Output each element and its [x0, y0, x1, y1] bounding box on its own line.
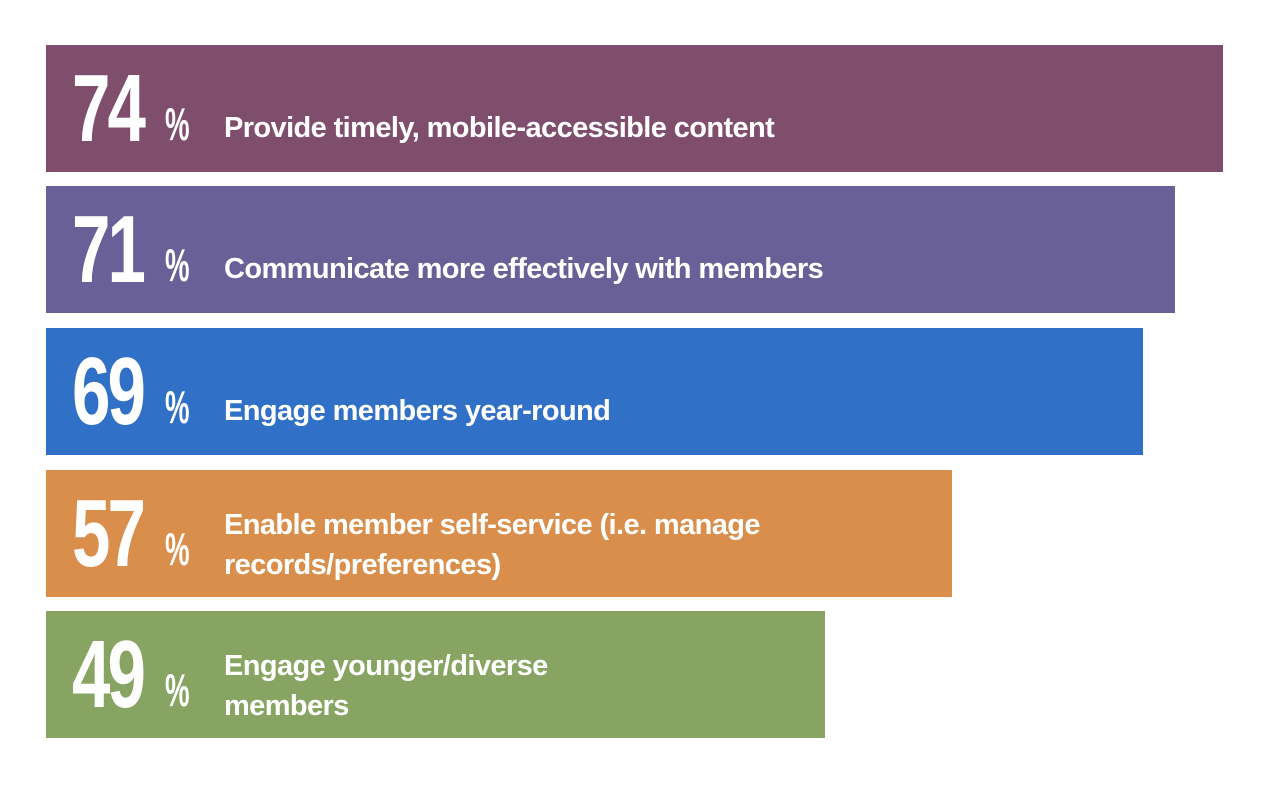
bar-label: Provide timely, mobile-accessible conten… — [224, 108, 775, 148]
bar-value: 71 — [72, 196, 146, 303]
bar-label-line: Engage members year-round — [224, 395, 611, 427]
bar-label-line: records/preferences) — [224, 549, 501, 581]
bar-self-service: 57 % Enable member self-service (i.e. ma… — [46, 470, 952, 597]
bar-value: 57 — [72, 480, 146, 587]
bar-label-line: members — [224, 690, 349, 722]
bar-label: Communicate more effectively with member… — [224, 249, 824, 289]
bar-label: Enable member self-service (i.e. manage … — [224, 505, 761, 585]
bar-label-line: Communicate more effectively with member… — [224, 253, 824, 285]
bar-provide-timely-content: 74 % Provide timely, mobile-accessible c… — [46, 45, 1223, 172]
bar-label-line: Enable member self-service (i.e. manage — [224, 509, 761, 541]
bar-value: 49 — [72, 621, 146, 728]
bar-label-line: Engage younger/diverse — [224, 650, 548, 682]
percent-sign: % — [165, 664, 190, 716]
bar-label: Engage younger/diverse members — [224, 646, 548, 726]
bar-younger-diverse: 49 % Engage younger/diverse members — [46, 611, 825, 738]
percent-sign: % — [165, 98, 190, 150]
bar-engage-year-round: 69 % Engage members year-round — [46, 328, 1143, 455]
percent-sign: % — [165, 381, 190, 433]
bar-communicate-effectively: 71 % Communicate more effectively with m… — [46, 186, 1175, 313]
bar-value: 69 — [72, 338, 146, 445]
percent-sign: % — [165, 523, 190, 575]
bar-label: Engage members year-round — [224, 391, 611, 431]
bar-label-line: Provide timely, mobile-accessible conten… — [224, 112, 775, 144]
percent-sign: % — [165, 239, 190, 291]
bar-value: 74 — [72, 55, 146, 162]
